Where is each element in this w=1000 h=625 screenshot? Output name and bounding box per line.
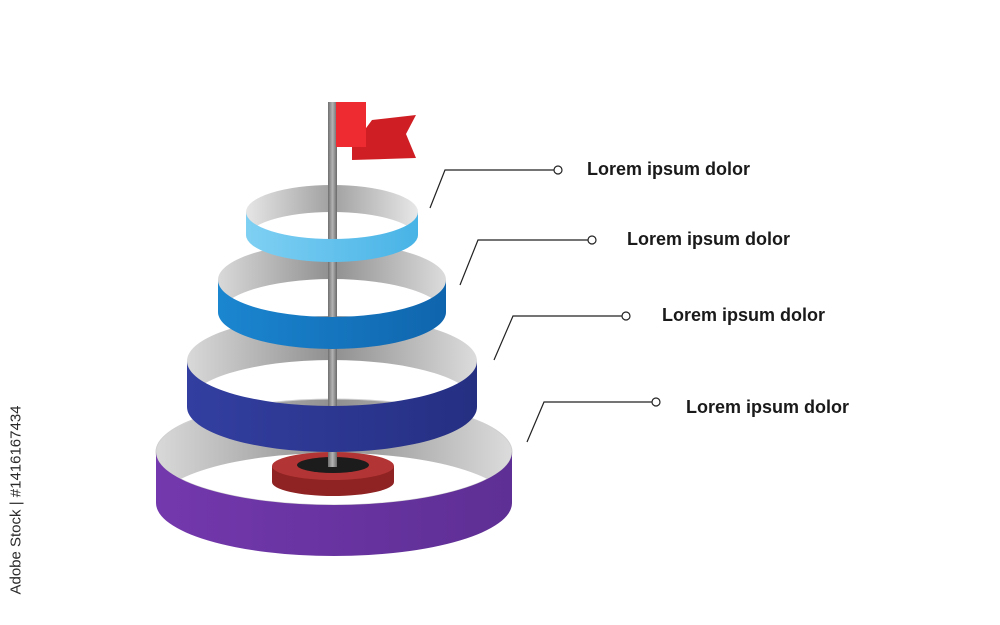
flag-front: [336, 102, 366, 147]
ring-2: [218, 243, 446, 349]
leader-dot-1: [553, 165, 563, 175]
ring-3-outer-wall: [187, 361, 477, 452]
ring-2-inner-wall: [218, 243, 446, 316]
leader-dot-3: [621, 311, 631, 321]
watermark-text: Adobe Stock | #1416167434: [7, 405, 25, 595]
leader-line-1: [429, 169, 555, 209]
ring-4-outer-wall: [156, 452, 512, 556]
flag-pole-upper: [328, 102, 337, 247]
ring-2-outer-wall: [218, 280, 446, 349]
leader-line-3: [493, 315, 623, 361]
leader-line-4: [526, 401, 653, 443]
ring-1: [246, 102, 418, 262]
flag-back: [352, 115, 416, 160]
leader-dot-2: [587, 235, 597, 245]
label-2: Lorem ipsum dolor: [627, 229, 791, 249]
label-1: Lorem ipsum dolor: [587, 159, 751, 179]
label-4: Lorem ipsum dolor: [686, 397, 850, 417]
stock-watermark: Adobe Stock | #1416167434: [4, 385, 28, 615]
ring-1-outer-wall: [246, 212, 418, 262]
flag: [336, 102, 416, 160]
label-3: Lorem ipsum dolor: [662, 305, 826, 325]
leader-line-2: [459, 239, 589, 286]
leader-dot-4: [651, 397, 661, 407]
leader-lines: [429, 165, 661, 443]
